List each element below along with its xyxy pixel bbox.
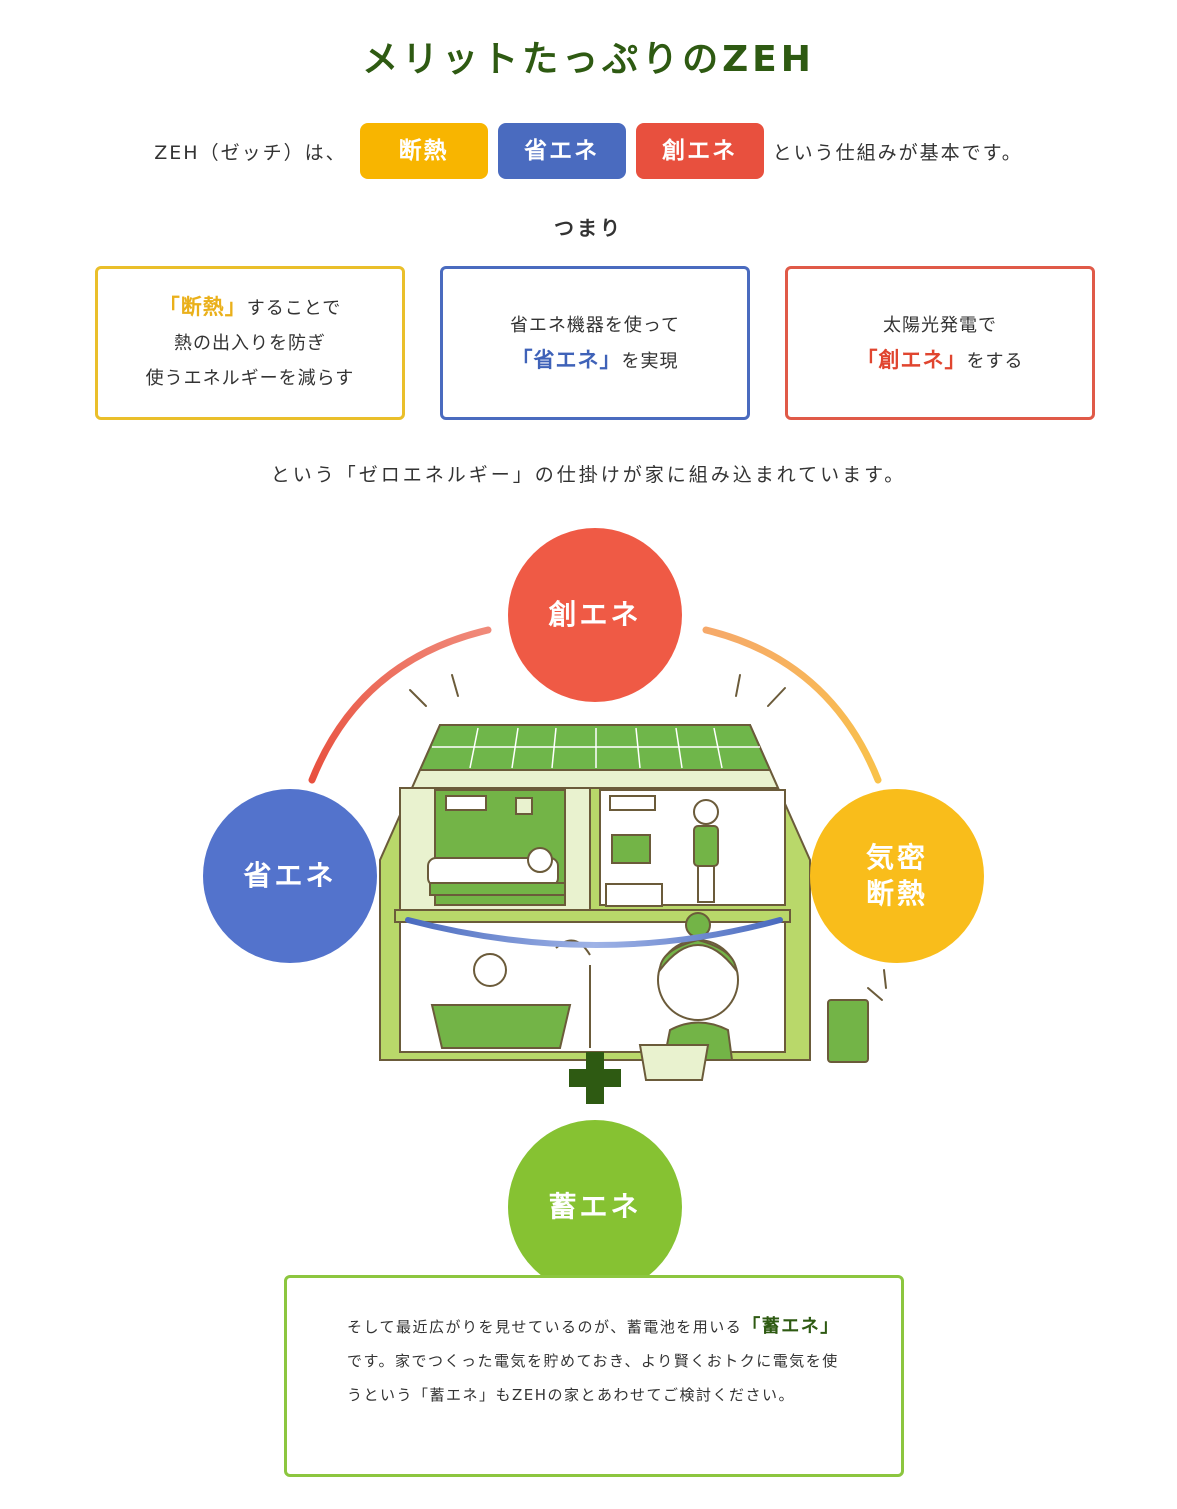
circle-airtight-insulation: 気密 断熱 [810, 789, 984, 963]
box-energy-creation-after: をする [966, 350, 1024, 372]
house [379, 724, 869, 1081]
intro-suffix: という仕組みが基本です。 [772, 141, 1023, 164]
note-part1: そして最近広がりを見せているのが、蓄電池を用いる [347, 1318, 743, 1336]
circle-energy-saving: 省エネ [203, 789, 377, 963]
pill-energy-saving: 省エネ [497, 123, 626, 179]
note-highlight: 「蓄エネ」 [742, 1316, 840, 1337]
box-insulation-line1: 「断熱」することで [159, 290, 341, 326]
box-energy-saving-highlight: 「省エネ」 [511, 347, 622, 372]
box-insulation-highlight: 「断熱」 [158, 295, 247, 319]
circle-energy-storage: 蓄エネ [508, 1120, 682, 1294]
intro-prefix: ZEH（ゼッチ）は、 [154, 141, 347, 164]
arc-bottom [405, 917, 783, 948]
box-energy-saving-line1: 省エネ機器を使って [509, 314, 681, 336]
note-part2: です。家でつくった電気を貯めておき、より賢くおトクに電気を使うという「蓄エネ」も… [347, 1352, 839, 1404]
arc-left [308, 626, 492, 784]
pill-insulation: 断熱 [359, 123, 488, 179]
zeh-house-illustration [308, 626, 887, 1104]
circle-energy-creation: 創エネ [508, 528, 682, 702]
plus-sign-icon [569, 1052, 621, 1104]
box-energy-creation: 太陽光発電で 「創エネ」をする [785, 266, 1095, 420]
pill-energy-creation: 創エネ [635, 123, 764, 179]
box-energy-saving-line2: 「省エネ」を実現 [512, 343, 679, 379]
box-insulation-line2: 熱の出入りを防ぎ [174, 333, 326, 354]
circle-insulation-label: 断熱 [865, 877, 928, 910]
box-insulation: 「断熱」することで 熱の出入りを防ぎ 使うエネルギーを減らす [95, 266, 405, 420]
box-energy-saving: 省エネ機器を使って 「省エネ」を実現 [440, 266, 750, 420]
box-energy-creation-line1: 太陽光発電で [883, 314, 997, 336]
sub-text: という「ゼロエネルギー」の仕掛けが家に組み込まれています。 [270, 464, 907, 486]
box-insulation-after: することで [246, 298, 342, 319]
box-energy-creation-line2: 「創エネ」をする [857, 343, 1024, 379]
storage-note: そして最近広がりを見せているのが、蓄電池を用いる「蓄エネ」です。家でつくった電気… [284, 1275, 904, 1477]
box-insulation-line3: 使うエネルギーを減らす [145, 368, 355, 389]
intro-line: ZEH（ゼッチ）は、 断熱 省エネ 創エネ という仕組みが基本です。 [0, 122, 1177, 180]
arc-right [702, 626, 882, 784]
circle-airtight-label: 気密 [865, 841, 928, 874]
box-energy-creation-highlight: 「創エネ」 [856, 347, 967, 372]
page-title: メリットたっぷりのZEH [362, 39, 815, 80]
box-energy-saving-after: を実現 [621, 350, 679, 372]
tsumari-label: つまり [554, 216, 623, 240]
